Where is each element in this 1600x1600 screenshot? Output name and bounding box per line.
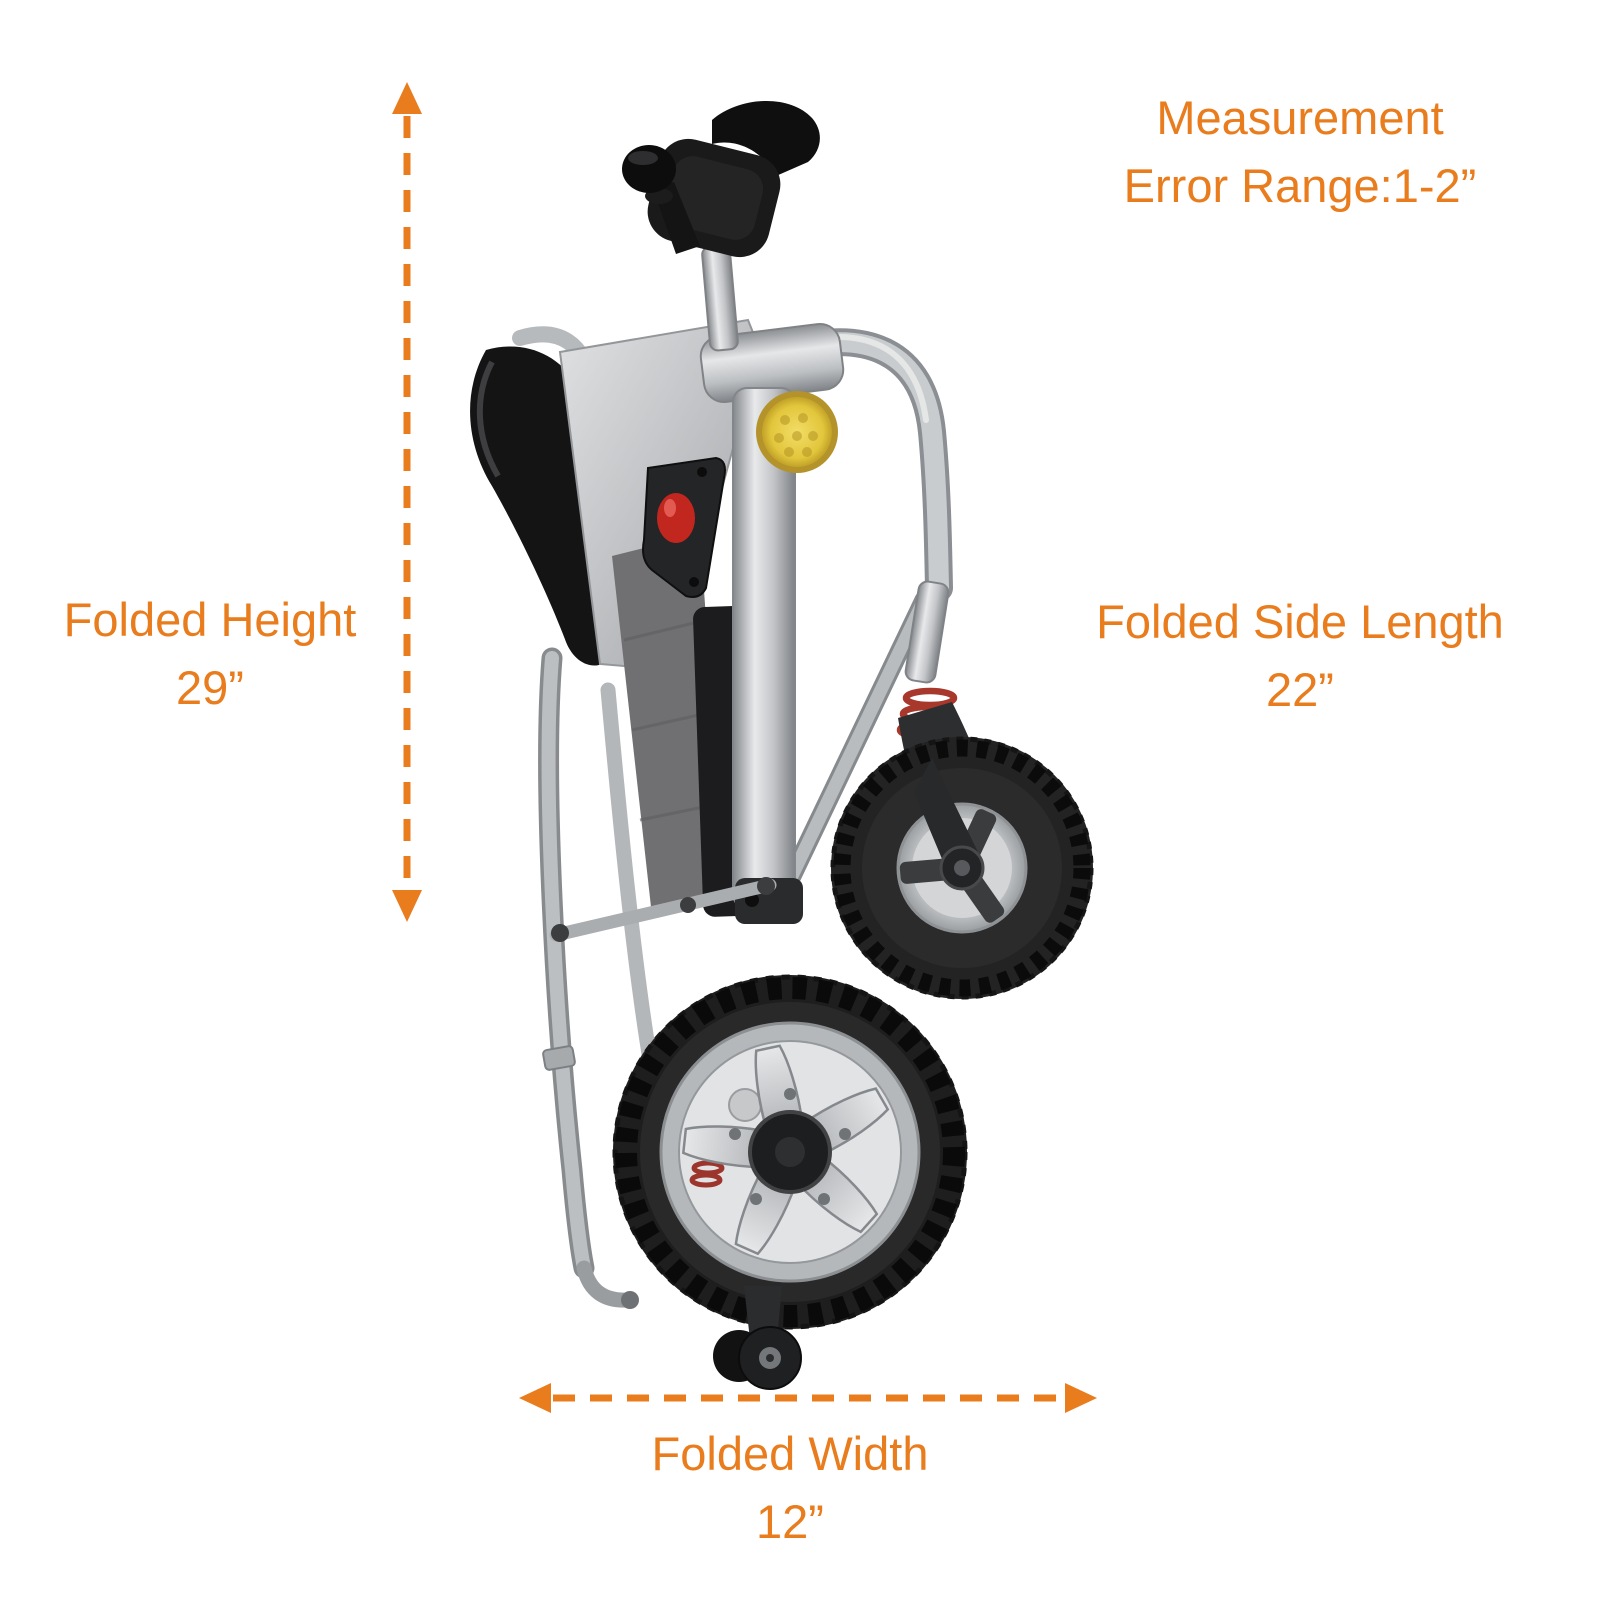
reflector [756,391,838,473]
measurement-error-line1: Measurement [1156,91,1444,144]
measurement-error-line2: Error Range:1-2” [1123,159,1477,212]
joystick-controller [622,100,820,352]
folded-width-value: 12” [756,1495,824,1548]
rear-wheel [612,974,968,1330]
folded-width-annotation: Folded Width 12” [560,1420,1020,1556]
folded-height-label: Folded Height [63,593,357,646]
folded-side-length-annotation: Folded Side Length 22” [1030,588,1570,724]
folded-side-length-label: Folded Side Length [1096,595,1504,648]
folded-width-arrow [519,1383,1097,1413]
caster-wheel [713,1286,802,1390]
folded-width-label: Folded Width [651,1427,929,1480]
folded-height-arrow [392,82,422,922]
folded-side-length-value: 22” [1266,663,1334,716]
folded-wheelchair [470,100,1094,1390]
folded-height-annotation: Folded Height 29” [10,586,410,722]
measurement-error-note: Measurement Error Range:1-2” [1040,84,1560,220]
folded-height-value: 29” [176,661,244,714]
frame-lower-tubes [538,647,777,1309]
release-lever [642,456,726,598]
front-wheel [830,736,1094,1000]
